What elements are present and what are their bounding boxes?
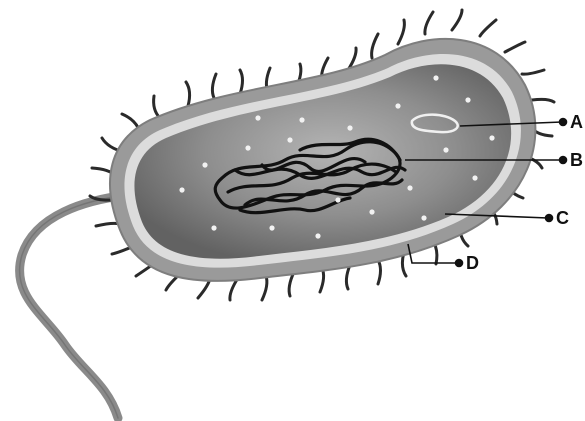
ribosome-dot xyxy=(369,209,374,214)
pilus xyxy=(378,260,381,284)
ribosome-dot xyxy=(433,75,438,80)
leader-dot-d xyxy=(456,260,463,267)
pilus xyxy=(522,70,544,74)
ribosome-dot xyxy=(489,135,494,140)
pilus xyxy=(372,34,378,58)
ribosome-dot xyxy=(465,97,470,102)
label-d: D xyxy=(466,253,479,273)
label-b: B xyxy=(570,150,583,170)
pilus xyxy=(346,265,350,289)
ribosome-dot xyxy=(202,162,207,167)
ribosome-dot xyxy=(179,187,184,192)
leader-dot-c xyxy=(546,215,553,222)
ribosome-dot xyxy=(211,225,216,230)
label-a: A xyxy=(570,112,583,132)
ribosome-dot xyxy=(421,215,426,220)
ribosome-dot xyxy=(443,147,448,152)
pilus xyxy=(505,42,525,52)
pilus xyxy=(154,96,160,118)
ribosome-dot xyxy=(395,103,400,108)
ribosome-dot xyxy=(315,233,320,238)
pilus xyxy=(398,20,404,44)
pilus xyxy=(186,82,190,106)
pilus xyxy=(425,12,433,34)
pilus xyxy=(452,10,462,30)
ribosome-dot xyxy=(245,145,250,150)
pilus xyxy=(532,99,554,102)
ribosome-dot xyxy=(472,175,477,180)
ribosome-dot xyxy=(269,225,274,230)
ribosome-dot xyxy=(347,125,352,130)
pilus xyxy=(96,223,120,226)
ribosome-dot xyxy=(255,115,260,120)
ribosome-dot xyxy=(287,137,292,142)
leader-dot-a xyxy=(560,119,567,126)
ribosome-dot xyxy=(299,117,304,122)
ribosome-dot xyxy=(335,197,340,202)
ribosome-dot xyxy=(407,185,412,190)
pilus xyxy=(240,70,243,94)
leader-dot-b xyxy=(560,157,567,164)
pilus xyxy=(262,276,267,300)
flagellum xyxy=(20,195,128,418)
pilus xyxy=(212,74,216,98)
pilus xyxy=(480,20,496,36)
label-c: C xyxy=(556,208,569,228)
